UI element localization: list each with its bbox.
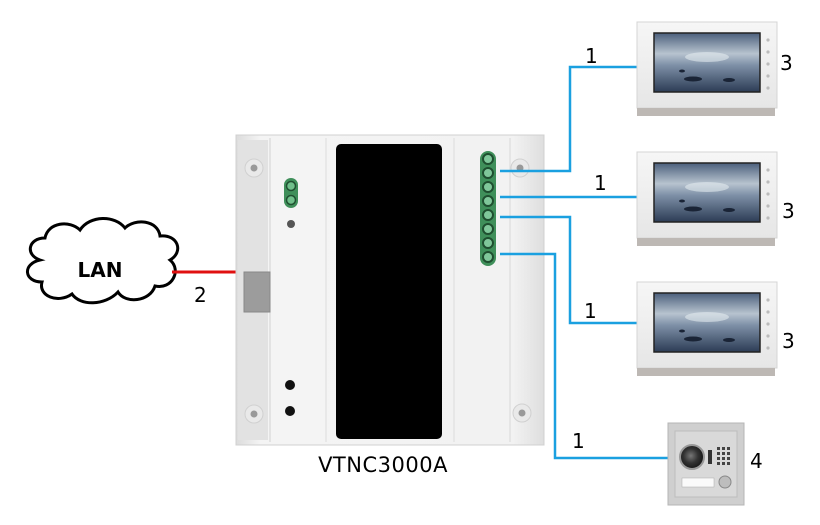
monitor-button-icon bbox=[766, 38, 770, 42]
cloud-shape bbox=[26, 217, 180, 305]
device-label: 3 bbox=[780, 51, 793, 75]
bus-wire-monitor-3 bbox=[500, 215, 640, 325]
device-label: 4 bbox=[750, 449, 763, 473]
indoor-monitor bbox=[636, 151, 778, 246]
indoor-monitor bbox=[636, 281, 778, 376]
monitor-screen bbox=[653, 292, 761, 353]
bus-wires bbox=[500, 65, 672, 460]
terminal-pin-icon bbox=[482, 153, 494, 165]
bus-cable-label: 1 bbox=[584, 299, 597, 323]
camera-lens-icon bbox=[679, 444, 705, 470]
terminal-pin-icon bbox=[482, 167, 494, 179]
terminal-pin-icon bbox=[482, 251, 494, 263]
device-label: 3 bbox=[782, 199, 795, 223]
vtnc3000a-controller bbox=[235, 134, 545, 446]
jack-icon bbox=[285, 380, 295, 390]
terminal-pin-icon bbox=[482, 195, 494, 207]
monitor-button-icon bbox=[766, 50, 770, 54]
terminal-pin-icon bbox=[482, 181, 494, 193]
terminal-pin-icon bbox=[482, 209, 494, 221]
controller-window bbox=[336, 144, 442, 439]
monitor-button-icon bbox=[766, 346, 770, 350]
monitor-base bbox=[637, 108, 775, 116]
call-button-icon bbox=[718, 475, 732, 489]
bus-cable-label: 1 bbox=[572, 429, 585, 453]
keypad-icon bbox=[717, 447, 730, 465]
device-label: 3 bbox=[782, 329, 795, 353]
power-terminal bbox=[284, 178, 298, 208]
monitor-button-icon bbox=[766, 204, 770, 208]
monitor-button-icon bbox=[766, 86, 770, 90]
terminal-pin-icon bbox=[482, 223, 494, 235]
monitor-button-icon bbox=[766, 192, 770, 196]
terminal-pin-icon bbox=[482, 237, 494, 249]
name-plate bbox=[681, 477, 715, 488]
monitor-base bbox=[637, 368, 775, 376]
mounting-screw-icon bbox=[244, 404, 264, 424]
bus-cable-label: 1 bbox=[594, 171, 607, 195]
indoor-monitor bbox=[636, 21, 778, 116]
controller-model-label: VTNC3000A bbox=[318, 453, 448, 477]
lan-label: LAN bbox=[78, 258, 123, 282]
mounting-screw-icon bbox=[244, 158, 264, 178]
lan-cloud: LAN bbox=[26, 217, 180, 305]
monitor-base bbox=[637, 238, 775, 246]
monitor-button-icon bbox=[766, 180, 770, 184]
bus-cable-label: 1 bbox=[585, 44, 598, 68]
monitor-button-icon bbox=[766, 298, 770, 302]
jack-icon bbox=[285, 406, 295, 416]
monitor-button-icon bbox=[766, 62, 770, 66]
bus-wire-outdoor-station bbox=[500, 252, 672, 460]
bus-wire-monitor-1 bbox=[500, 65, 640, 173]
monitor-screen bbox=[653, 162, 761, 223]
monitor-button-icon bbox=[766, 216, 770, 220]
outdoor-station bbox=[667, 422, 745, 506]
mounting-screw-icon bbox=[512, 403, 532, 423]
bus-terminal-block bbox=[480, 151, 496, 266]
monitor-button-icon bbox=[766, 74, 770, 78]
power-led-icon bbox=[287, 220, 295, 228]
mounting-screw-icon bbox=[510, 158, 530, 178]
monitor-button-icon bbox=[766, 310, 770, 314]
lan-cable-label: 2 bbox=[194, 283, 207, 307]
lan-port bbox=[243, 271, 271, 313]
monitor-button-icon bbox=[766, 334, 770, 338]
monitor-button-icon bbox=[766, 322, 770, 326]
monitor-button-icon bbox=[766, 168, 770, 172]
speaker-slot-icon bbox=[708, 450, 712, 464]
monitor-screen bbox=[653, 32, 761, 93]
